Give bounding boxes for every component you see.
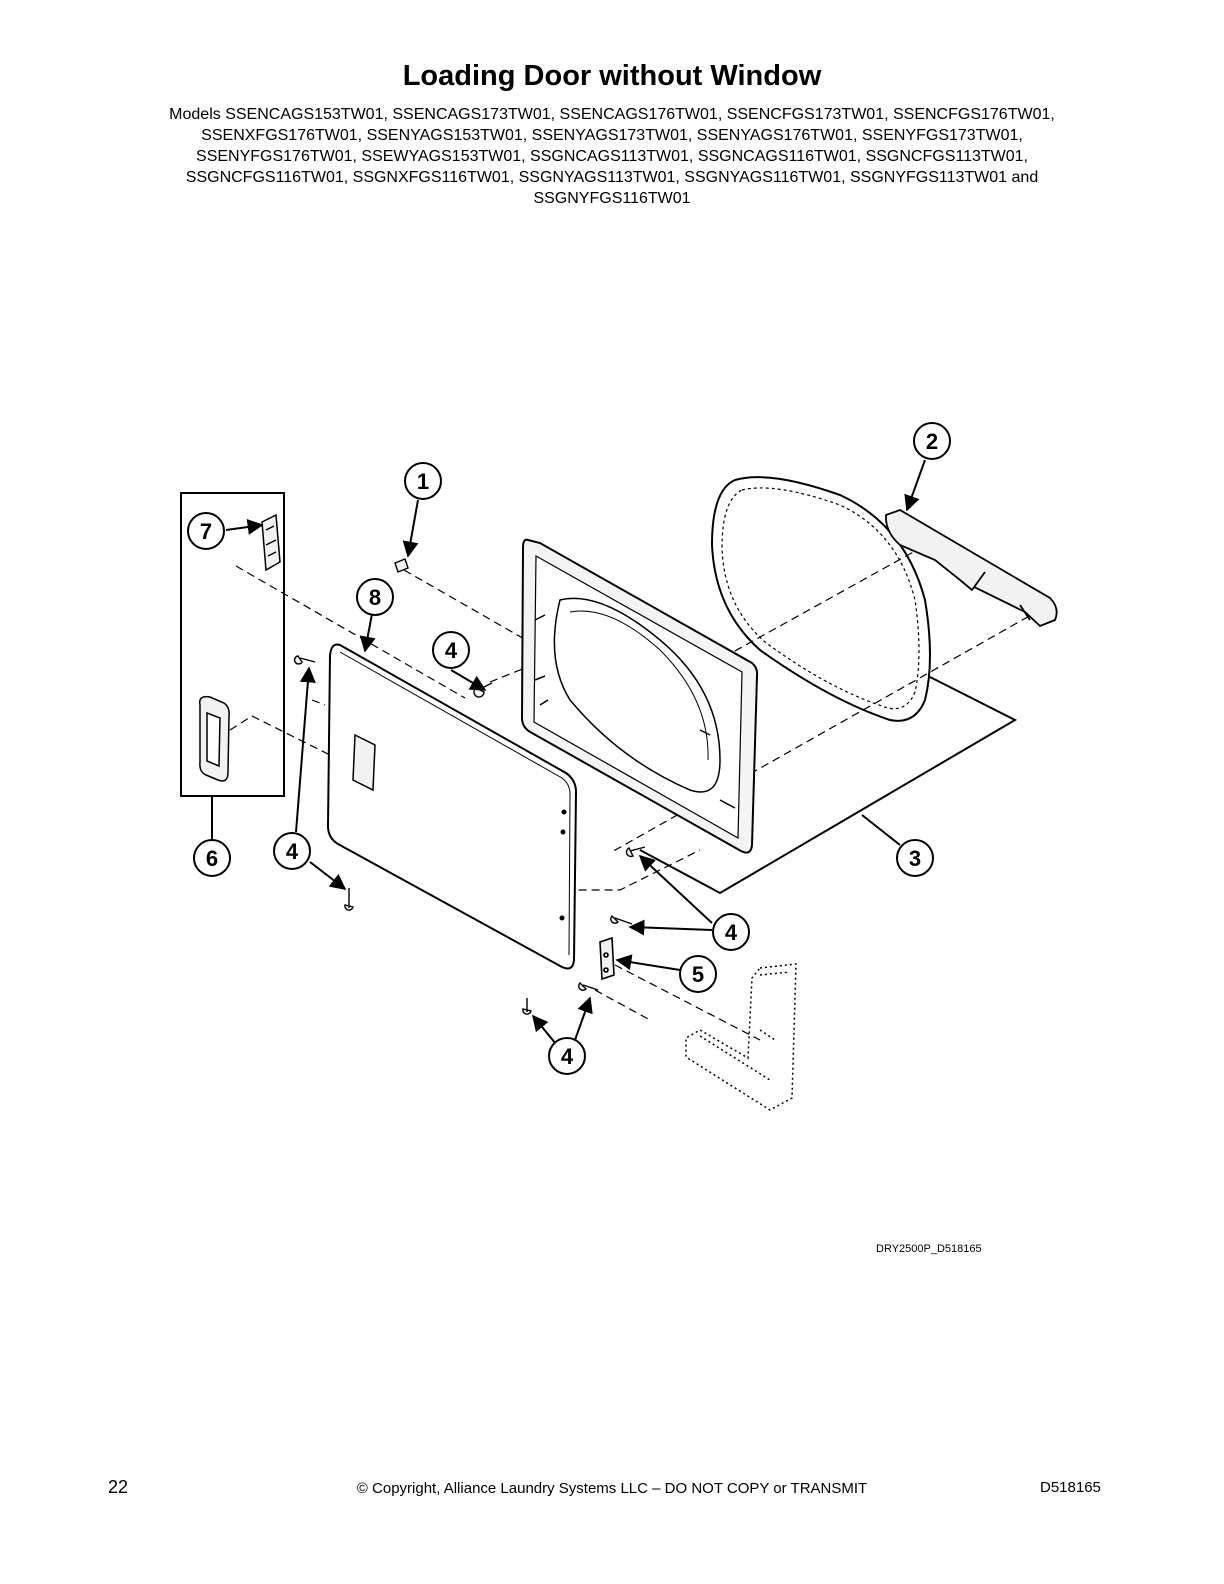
callout-8: 8 bbox=[356, 578, 394, 616]
svg-text:1: 1 bbox=[417, 469, 429, 494]
models-line: SSGNYFGS116TW01 bbox=[533, 190, 691, 207]
callout-5: 5 bbox=[679, 955, 717, 993]
cabinet-fragment bbox=[685, 963, 797, 1111]
svg-text:4: 4 bbox=[445, 638, 458, 663]
models-line: Models SSENCAGS153TW01, SSENCAGS173TW01,… bbox=[169, 106, 1055, 123]
models-line: SSENXFGS176TW01, SSENYAGS153TW01, SSENYA… bbox=[201, 127, 1023, 144]
svg-text:4: 4 bbox=[561, 1044, 574, 1069]
svg-text:7: 7 bbox=[200, 519, 212, 544]
page-number: 22 bbox=[108, 1477, 129, 1497]
models-list: Models SSENCAGS153TW01, SSENCAGS173TW01,… bbox=[100, 104, 1124, 209]
svg-text:6: 6 bbox=[206, 846, 218, 871]
callout-3: 3 bbox=[896, 839, 934, 877]
door-liner-part bbox=[520, 538, 759, 854]
callout-4: 4 bbox=[712, 913, 750, 951]
document-id: D518165 bbox=[1040, 1479, 1101, 1496]
callout-7: 7 bbox=[187, 512, 225, 550]
leader-arrows bbox=[225, 459, 926, 1045]
door-outer-panel-part bbox=[326, 643, 578, 970]
svg-text:4: 4 bbox=[286, 839, 299, 864]
door-handle-part bbox=[198, 695, 230, 782]
callout-1: 1 bbox=[404, 462, 442, 500]
callout-4: 4 bbox=[548, 1037, 586, 1075]
callout-4: 4 bbox=[432, 631, 470, 669]
models-line: SSGNCFGS116TW01, SSGNXFGS116TW01, SSGNYA… bbox=[185, 169, 1039, 186]
door-hinge-part bbox=[599, 936, 615, 981]
svg-text:4: 4 bbox=[725, 920, 738, 945]
models-line: SSENYFGS176TW01, SSEWYAGS153TW01, SSGNCA… bbox=[196, 148, 1028, 165]
latch-strike-part bbox=[261, 513, 281, 572]
part3-leader bbox=[639, 676, 1018, 895]
figure-code: DRY2500P_D518165 bbox=[876, 1243, 982, 1255]
door-gasket-part bbox=[710, 476, 931, 722]
svg-text:3: 3 bbox=[909, 846, 921, 871]
callout-4: 4 bbox=[273, 832, 311, 870]
svg-text:2: 2 bbox=[926, 429, 938, 454]
copyright-notice: © Copyright, Alliance Laundry Systems LL… bbox=[356, 1480, 868, 1497]
svg-text:8: 8 bbox=[369, 585, 381, 610]
inset-box bbox=[180, 492, 285, 797]
svg-text:5: 5 bbox=[692, 962, 704, 987]
hinge-bracket-part bbox=[885, 509, 1058, 628]
callout-2: 2 bbox=[913, 422, 951, 460]
page-title: Loading Door without Window bbox=[402, 60, 822, 92]
callout-6: 6 bbox=[193, 839, 231, 877]
